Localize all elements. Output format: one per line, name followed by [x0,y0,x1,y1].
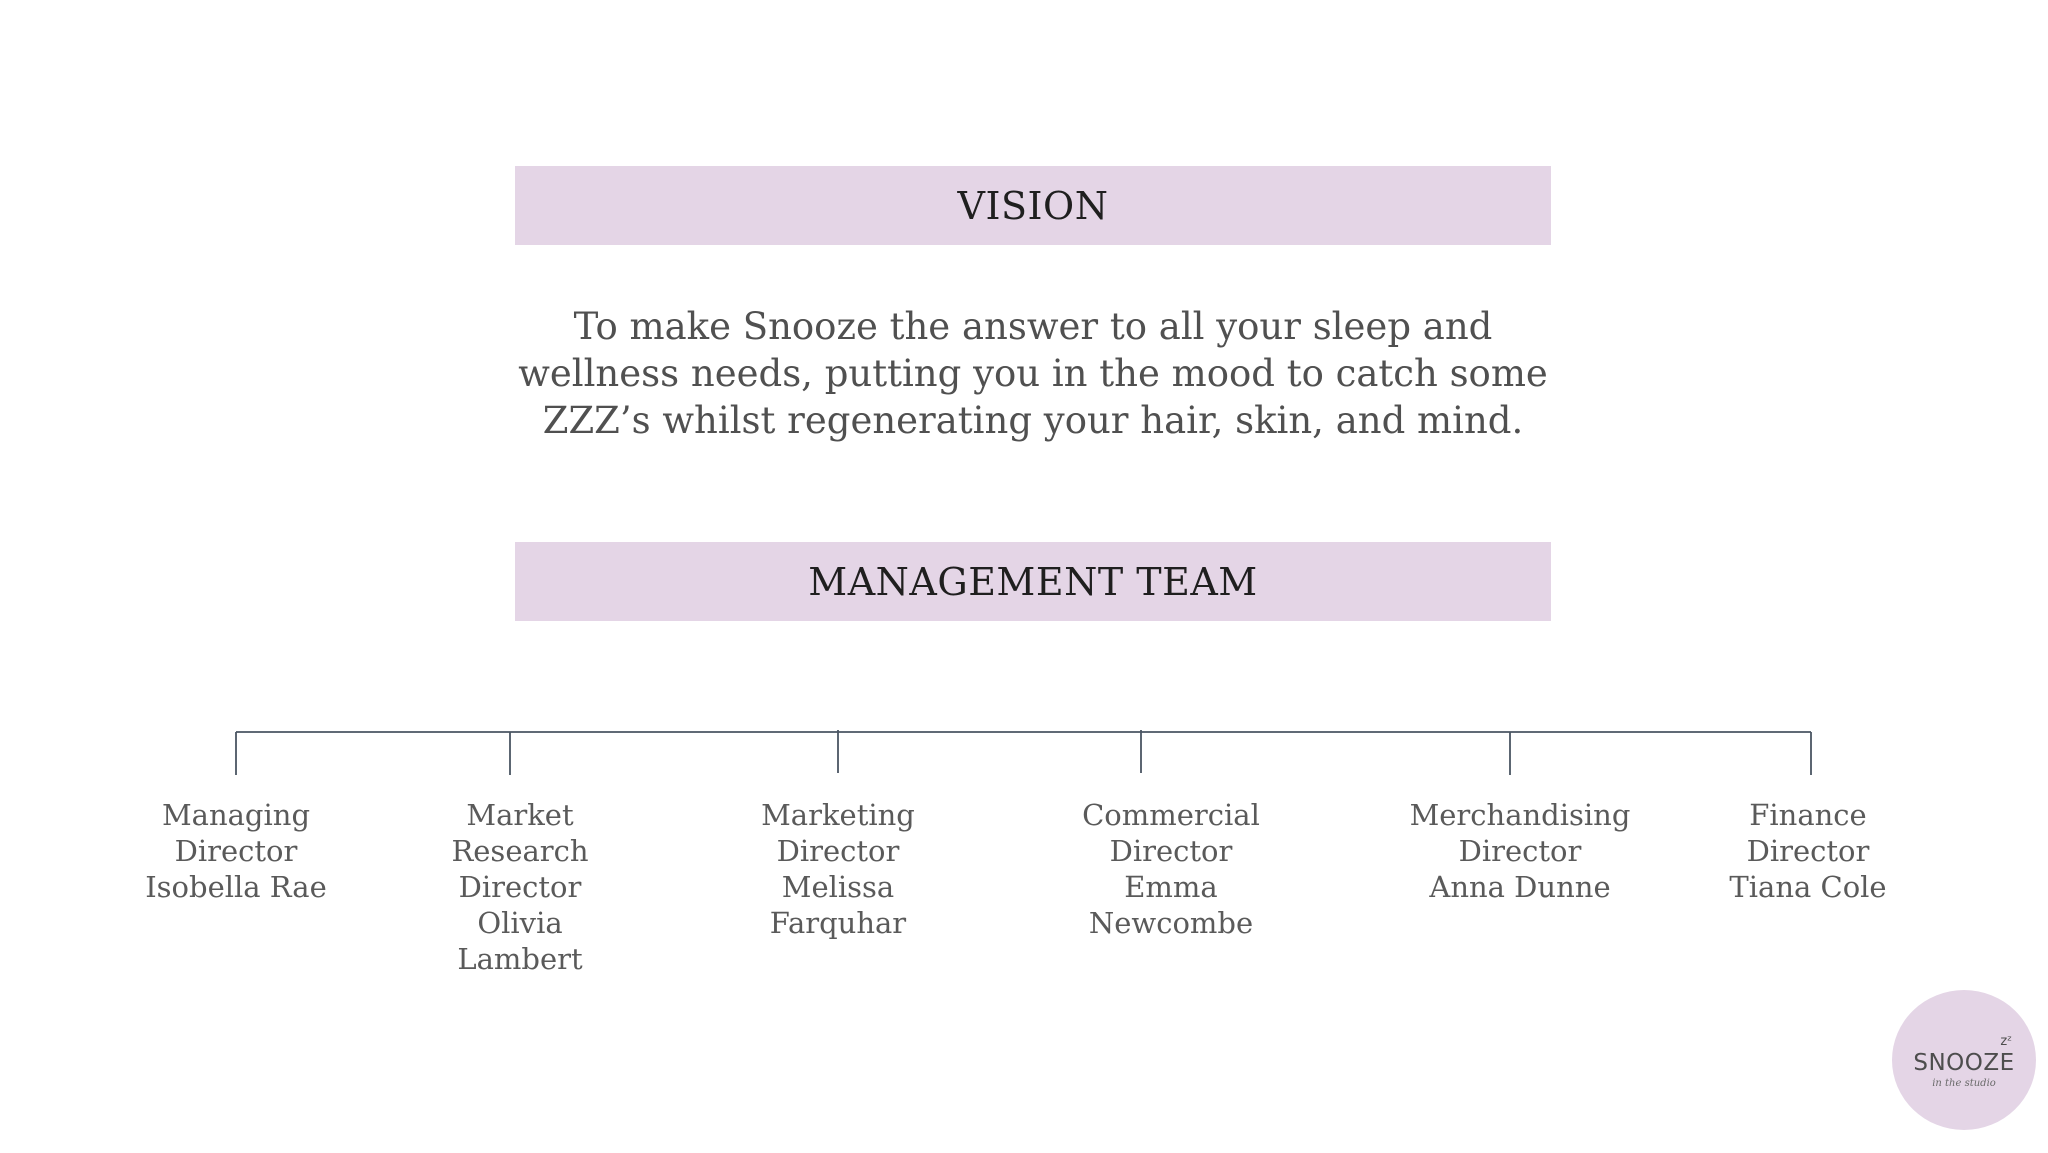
management-team-banner: MANAGEMENT TEAM [515,542,1551,621]
team-member-merchandising-director: Merchandising Director Anna Dunne [1390,797,1650,905]
snooze-logo: zᶻ SNOOZE in the studio [1892,990,2036,1130]
member-line: Director [776,834,900,868]
member-line: Managing [161,798,311,832]
logo-z-mark: zᶻ [2000,1034,2012,1049]
member-line: Director [458,870,582,904]
vision-heading: VISION [957,183,1109,228]
team-member-marketing-director: Marketing Director Melissa Farquhar [708,797,968,941]
logo-tagline: in the studio [1932,1078,1996,1089]
vision-line: To make Snooze the answer to all your sl… [573,305,1493,348]
member-line: Tiana Cole [1729,870,1887,904]
team-member-commercial-director: Commercial Director Emma Newcombe [1041,797,1301,941]
member-line: Market [466,798,574,832]
member-line: Merchandising [1409,798,1631,832]
member-line: Director [1458,834,1582,868]
member-line: Finance [1749,798,1867,832]
member-line: Commercial [1082,798,1260,832]
vision-banner: VISION [515,166,1551,245]
member-line: Olivia [477,906,563,940]
member-line: Director [174,834,298,868]
vision-statement: To make Snooze the answer to all your sl… [400,303,1666,444]
member-line: Farquhar [769,906,907,940]
logo-wordmark: SNOOZE [1913,1050,2015,1076]
member-line: Melissa [781,870,895,904]
member-line: Marketing [761,798,915,832]
member-line: Lambert [457,942,583,976]
management-team-heading: MANAGEMENT TEAM [808,559,1258,604]
team-member-managing-director: Managing Director Isobella Rae [106,797,366,905]
member-line: Isobella Rae [145,870,327,904]
member-line: Director [1109,834,1233,868]
member-line: Research [451,834,589,868]
member-line: Anna Dunne [1429,870,1611,904]
member-line: Emma [1124,870,1218,904]
team-member-market-research-director: Market Research Director Olivia Lambert [390,797,650,977]
member-line: Newcombe [1088,906,1254,940]
team-member-finance-director: Finance Director Tiana Cole [1678,797,1938,905]
vision-line: ZZZ’s whilst regenerating your hair, ski… [542,399,1524,442]
member-line: Director [1746,834,1870,868]
vision-line: wellness needs, putting you in the mood … [518,352,1548,395]
